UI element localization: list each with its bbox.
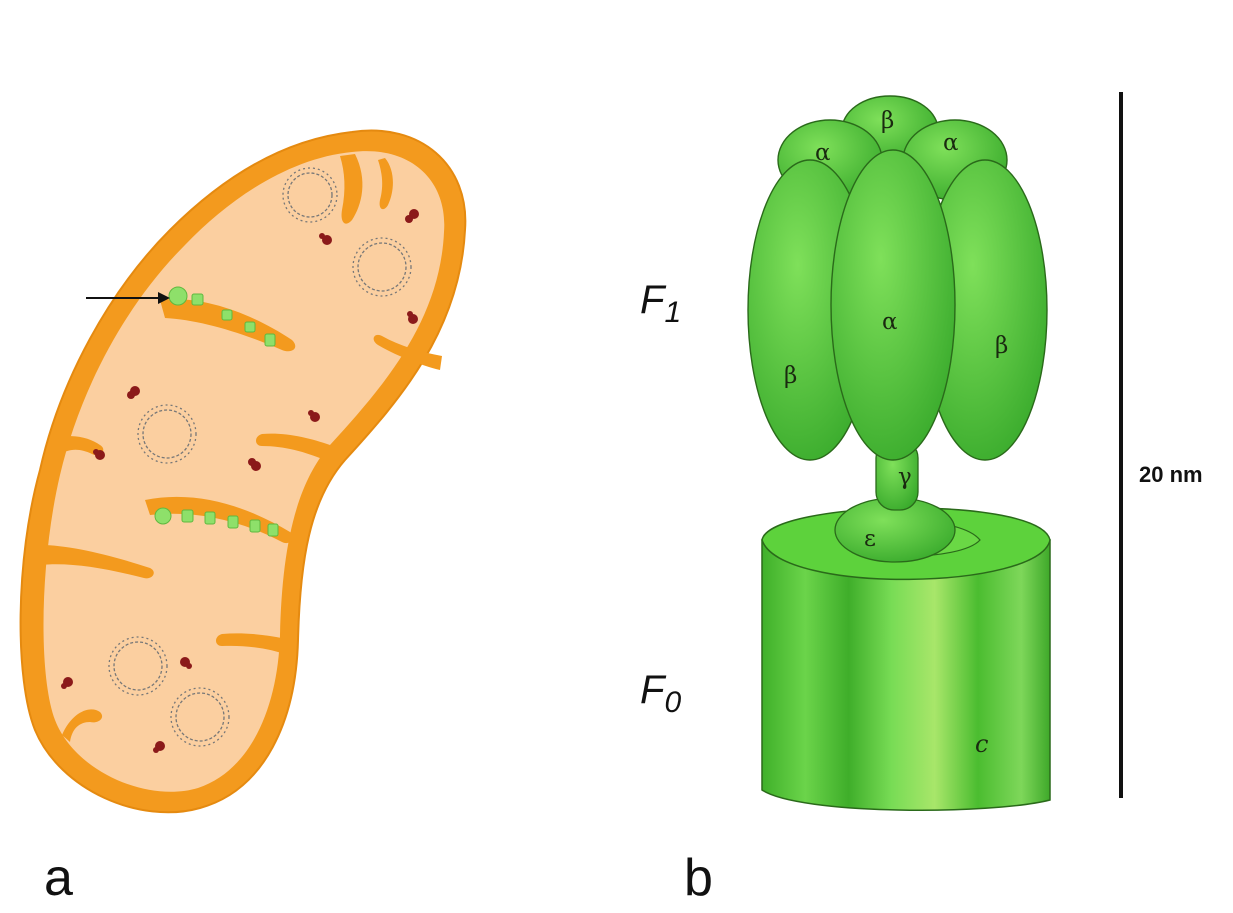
beta-top-label: β (881, 110, 894, 133)
alpha-top-right-label: α (943, 132, 959, 155)
f1-subscript: 1 (664, 296, 681, 329)
panel-label-a: a (44, 852, 73, 904)
f1-head (748, 96, 1047, 460)
scale-bar-label: 20 nm (1139, 462, 1203, 488)
f1-letter: F (640, 278, 664, 322)
beta-right-label: β (995, 335, 1008, 358)
c-ring-label: c (975, 730, 988, 758)
f0-subscript: 0 (664, 686, 681, 719)
f0-letter: F (640, 668, 664, 712)
f1-label: F1 (640, 280, 681, 328)
gamma-label: γ (898, 466, 912, 489)
alpha-center-label: α (882, 311, 898, 334)
panel-label-b: b (684, 852, 713, 904)
alpha-top-left-label: α (815, 142, 831, 165)
epsilon-label: ε (864, 528, 876, 551)
f0-label: F0 (640, 670, 681, 718)
beta-left-label: β (784, 365, 797, 388)
